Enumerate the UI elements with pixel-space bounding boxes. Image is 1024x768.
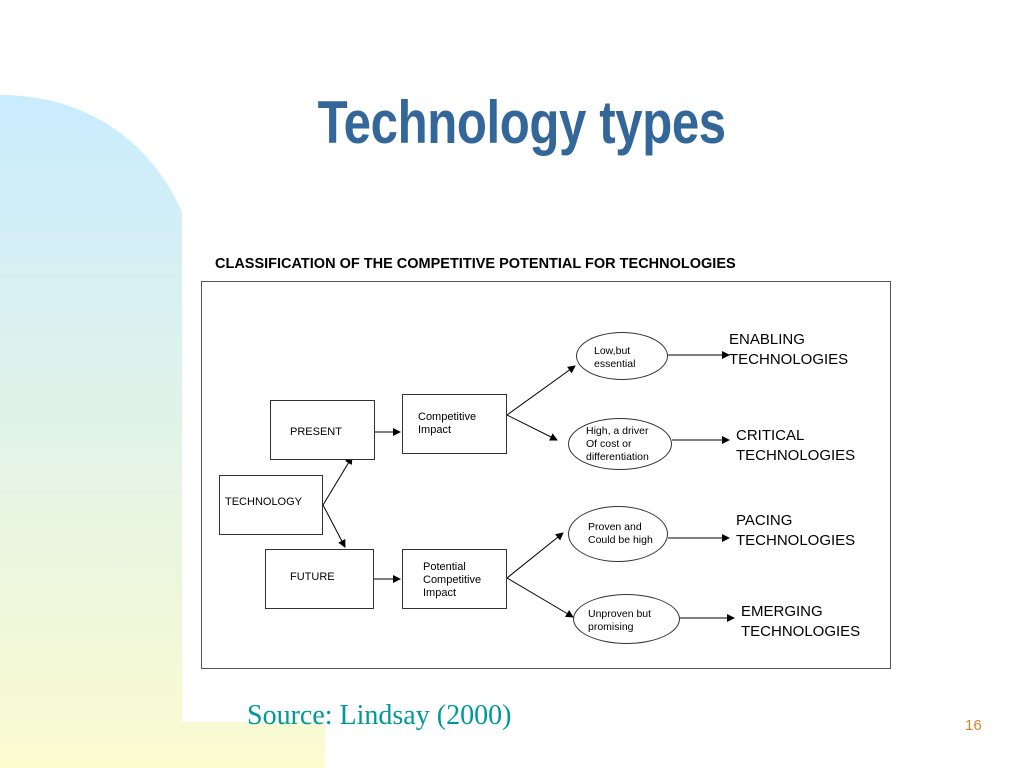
page-number: 16 xyxy=(965,717,982,734)
outcome-text-pacing: Proven and Could be high xyxy=(588,521,653,546)
diagram-panel: TECHNOLOGY PRESENT FUTURE Competitive Im… xyxy=(201,281,891,669)
category-emerging: EMERGING TECHNOLOGIES xyxy=(741,603,861,640)
category-pacing: PACING TECHNOLOGIES xyxy=(736,512,856,549)
future-box xyxy=(265,549,374,609)
arrow-technology-future xyxy=(322,504,346,548)
arrow-potential-pacing xyxy=(506,532,564,579)
outcome-text-critical: High, a driver Of cost or differentiatio… xyxy=(586,425,649,463)
potential-impact-box xyxy=(402,549,507,609)
arrow-impact-enabling xyxy=(506,365,576,416)
outcome-oval-critical xyxy=(568,418,672,470)
slide-title: Technology types xyxy=(317,89,726,156)
potential-impact-label: Potential Competitive Impact xyxy=(423,561,482,599)
competitive-impact-label: Competitive Impact xyxy=(418,411,477,436)
arrow-technology-present xyxy=(322,456,353,506)
arrow-impact-critical xyxy=(506,414,558,441)
arrow-potential-emerging xyxy=(506,577,574,618)
connector-arrows xyxy=(322,351,735,622)
competitive-impact-box xyxy=(402,394,507,454)
category-critical: CRITICAL TECHNOLOGIES xyxy=(736,427,856,464)
outcome-text-enabling: Low,but essential xyxy=(594,345,636,370)
present-label: PRESENT xyxy=(290,426,342,438)
technology-label: TECHNOLOGY xyxy=(225,496,303,508)
present-box xyxy=(270,400,375,460)
category-enabling: ENABLING TECHNOLOGIES xyxy=(729,331,849,368)
outcome-text-emerging: Unproven but promising xyxy=(588,608,652,633)
outcome-oval-emerging xyxy=(573,594,680,644)
source-citation: Source: Lindsay (2000) xyxy=(247,700,512,731)
future-label: FUTURE xyxy=(290,571,335,583)
outcome-oval-pacing xyxy=(568,506,668,562)
diagram-heading: CLASSIFICATION OF THE COMPETITIVE POTENT… xyxy=(215,256,736,272)
outcome-oval-enabling xyxy=(576,332,668,380)
technology-box xyxy=(219,475,323,535)
